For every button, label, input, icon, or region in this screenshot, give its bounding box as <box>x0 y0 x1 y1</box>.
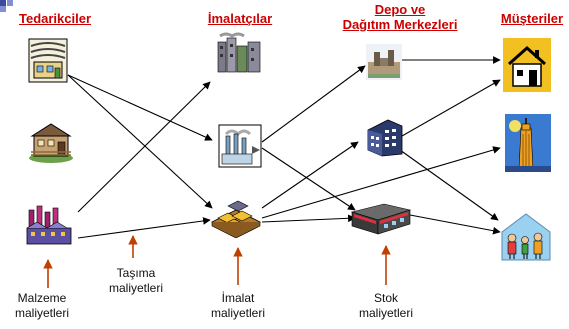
industrial-plant-clipart-icon <box>26 205 72 245</box>
customers-title: Müşteriler <box>500 11 564 26</box>
flow-arrow <box>394 79 501 141</box>
warehouses-title-line2: Dağıtım Merkezleri <box>342 17 458 32</box>
gold-bars-clipart-icon <box>211 200 261 238</box>
inventory-cost-label: Stok maliyetleri <box>346 291 426 321</box>
slide-corner-decoration <box>0 0 13 12</box>
flow-arrow <box>261 141 359 209</box>
house-clipart-icon <box>503 38 551 92</box>
flow-arrow <box>77 81 211 213</box>
flow-arrow <box>67 74 213 209</box>
castle-building-clipart-icon <box>366 44 402 80</box>
family-house-clipart-icon <box>501 213 551 261</box>
manufacturers-title: İmalatçılar <box>207 11 273 26</box>
flow-arrow <box>399 149 499 221</box>
flow-arrow <box>261 146 501 219</box>
flow-arrow <box>261 147 356 211</box>
inventory-cost-line1: Stok <box>373 291 398 305</box>
flow-arrow <box>77 217 211 239</box>
flow-arrow <box>261 214 356 223</box>
material-cost-label: Malzeme maliyetleri <box>2 291 82 321</box>
transport-cost-line1: Taşıma <box>116 266 156 280</box>
flow-arrow <box>261 65 366 143</box>
smokestack-factory-clipart-icon <box>218 124 262 168</box>
office-building-clipart-icon <box>367 119 403 157</box>
skyscraper-clipart-icon <box>505 114 551 172</box>
manufacturing-cost-line1: İmalat <box>221 291 255 305</box>
flow-arrow <box>409 214 501 235</box>
store-building-clipart-icon <box>350 203 412 235</box>
material-cost-line2: maliyetleri <box>14 306 69 320</box>
transport-cost-label: Taşıma maliyetleri <box>96 266 176 296</box>
material-cost-line1: Malzeme <box>17 291 67 305</box>
suppliers-title: Tedarikciler <box>18 11 92 26</box>
factory-clipart-icon <box>28 38 68 83</box>
manufacturing-cost-label: İmalat maliyetleri <box>198 291 278 321</box>
city-factory-clipart-icon <box>217 32 261 73</box>
inventory-cost-line2: maliyetleri <box>358 306 413 320</box>
transport-cost-line2: maliyetleri <box>108 281 163 295</box>
warehouses-title-line1: Depo ve <box>374 2 426 17</box>
lumber-mill-clipart-icon <box>29 123 73 163</box>
flow-arrow <box>67 74 213 141</box>
manufacturing-cost-line2: maliyetleri <box>210 306 265 320</box>
